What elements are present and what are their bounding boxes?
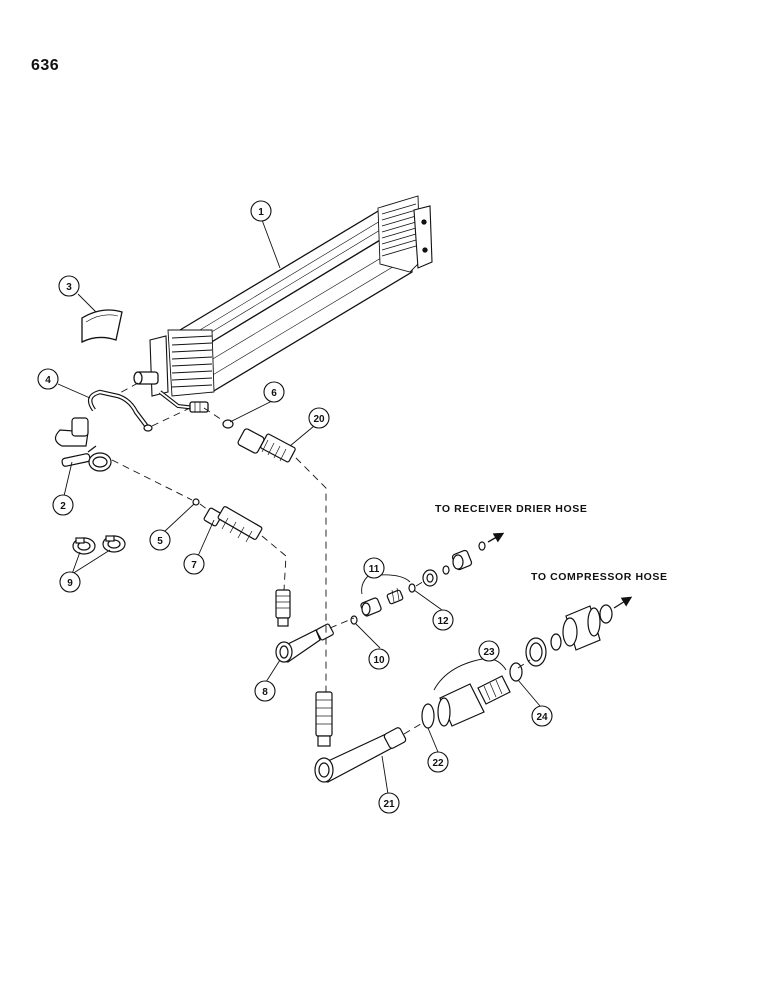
to-receiver-drier-label: TO RECEIVER DRIER HOSE (435, 503, 588, 515)
callout-11: 11 (363, 557, 385, 579)
svg-text:23: 23 (483, 647, 495, 658)
o-ring-5 (192, 498, 200, 506)
svg-text:8: 8 (262, 687, 268, 698)
callout-3: 3 (58, 275, 80, 297)
svg-text:24: 24 (536, 712, 548, 723)
page-number: 636 (31, 57, 60, 74)
callouts: 1 3 4 6 20 2 5 7 9 11 12 10 8 23 24 22 2… (37, 200, 553, 814)
svg-text:4: 4 (45, 375, 51, 386)
svg-text:2: 2 (60, 501, 66, 512)
svg-text:3: 3 (66, 282, 72, 293)
insulating-pad (81, 309, 123, 344)
svg-text:22: 22 (432, 758, 444, 769)
callout-24: 24 (531, 705, 553, 727)
valve-bracket-assembly (54, 417, 112, 472)
callout-1: 1 (250, 200, 272, 222)
callout-8: 8 (254, 680, 276, 702)
bypass-tube (87, 389, 153, 432)
callout-10: 10 (368, 648, 390, 670)
callout-7: 7 (183, 553, 205, 575)
callout-22: 22 (427, 751, 449, 773)
condenser-core (133, 195, 433, 413)
assembly-lines (111, 382, 531, 735)
elbow-tube-21 (314, 691, 407, 783)
compressor-fittings (525, 596, 633, 667)
callout-4: 4 (37, 368, 59, 390)
callout-6: 6 (263, 381, 285, 403)
callout-12: 12 (432, 609, 454, 631)
callout-20: 20 (308, 407, 330, 429)
hose-clamps (72, 535, 126, 555)
receiver-drier-fittings (422, 532, 505, 587)
svg-text:10: 10 (373, 655, 385, 666)
svg-text:11: 11 (369, 564, 380, 575)
svg-text:5: 5 (157, 536, 163, 547)
callout-23: 23 (478, 640, 500, 662)
svg-text:7: 7 (191, 560, 197, 571)
fitting-20 (237, 428, 296, 463)
elbow-tube-8 (275, 589, 334, 663)
fitting-group-11 (350, 583, 416, 625)
callout-2: 2 (52, 494, 74, 516)
to-compressor-label: TO COMPRESSOR HOSE (531, 571, 668, 583)
svg-text:9: 9 (67, 578, 73, 589)
hose-fitting-7 (203, 506, 263, 543)
callout-5: 5 (149, 529, 171, 551)
svg-text:6: 6 (271, 388, 277, 399)
fitting-group-23 (421, 662, 523, 729)
callout-9: 9 (59, 571, 81, 593)
callout-21: 21 (378, 792, 400, 814)
svg-text:20: 20 (313, 414, 325, 425)
svg-text:1: 1 (258, 207, 264, 218)
svg-text:12: 12 (437, 616, 449, 627)
svg-text:21: 21 (383, 799, 395, 810)
